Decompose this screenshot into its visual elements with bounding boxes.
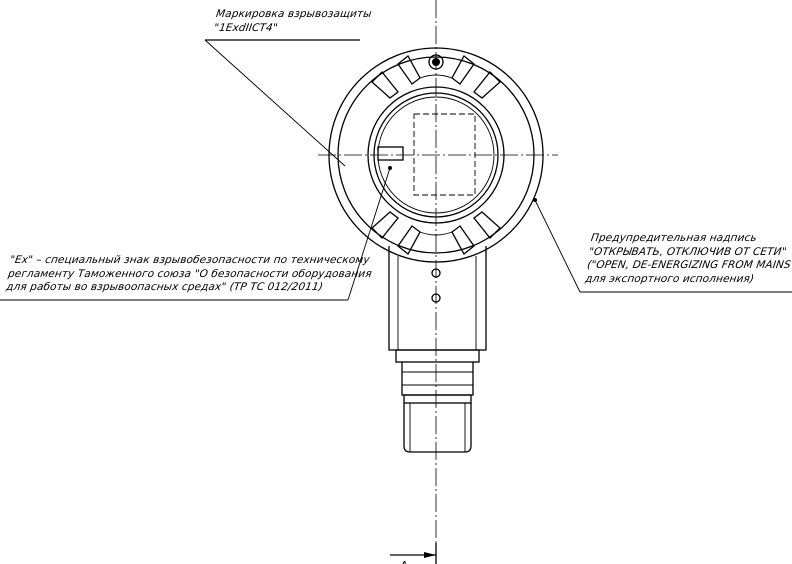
warning-note: Предупредительная надпись "ОТКРЫВАТЬ, ОТ… xyxy=(584,232,792,286)
warning-line-3: ("OPEN, DE-ENERGIZING FROM MAINS" – xyxy=(586,259,792,271)
warning-line-4: для экспортного исполнения) xyxy=(584,272,755,285)
locking-screw xyxy=(428,54,444,70)
leader-dot-ex xyxy=(388,166,392,170)
display-window-outline xyxy=(413,113,476,196)
warning-line-1: Предупредительная надпись xyxy=(590,232,758,244)
process-connection xyxy=(395,349,480,453)
ex-sign-line-1: "Ex" – специальный знак взрывобезопаснос… xyxy=(9,254,371,266)
ex-sign-line-3: для работы во взрывоопасных средах" (ТР … xyxy=(5,281,324,293)
explosion-marking-note: Маркировка взрывозащиты "1ExdIICT4" xyxy=(213,8,372,35)
ex-sign-note: "Ex" – специальный знак взрывобезопаснос… xyxy=(5,254,374,295)
ring-bottom-lugs xyxy=(371,211,501,255)
leader-dot-warning xyxy=(533,198,537,202)
ring-top-lugs xyxy=(371,55,501,99)
explosion-marking-line-2: "1ExdIICT4" xyxy=(213,21,279,34)
explosion-marking-line-1: Маркировка взрывозащиты xyxy=(215,8,373,20)
section-marker: A xyxy=(399,559,408,564)
section-arrow xyxy=(390,543,437,564)
housing-ring xyxy=(328,47,544,263)
ex-label-plate xyxy=(377,146,404,161)
warning-line-2: "ОТКРЫВАТЬ, ОТКЛЮЧИВ ОТ СЕТИ" xyxy=(588,245,788,258)
leader-lines xyxy=(0,39,792,301)
ex-sign-line-2: регламенту Таможенного союза "О безопасн… xyxy=(7,267,373,280)
